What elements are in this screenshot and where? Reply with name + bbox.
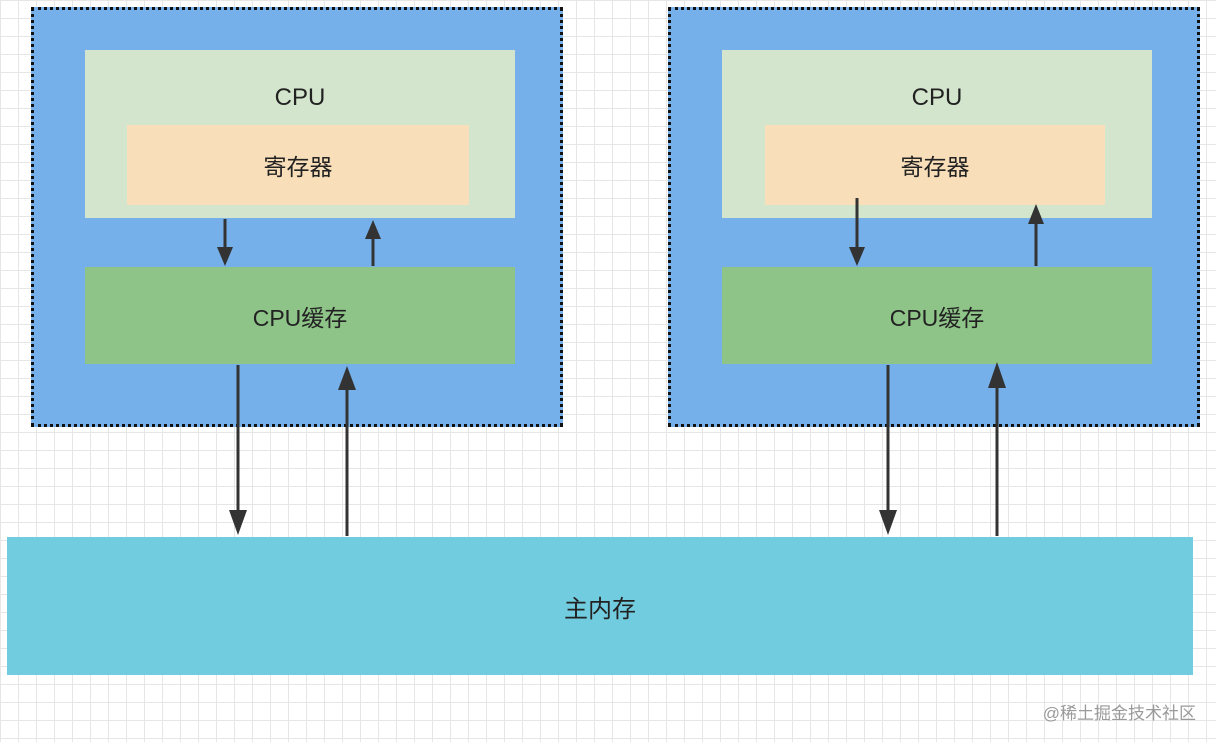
watermark: @稀土掘金技术社区: [1042, 704, 1196, 723]
arrow-cache-to-memory-1: [229, 365, 247, 535]
register-block-1: 寄存器: [127, 125, 469, 205]
register-block-2: 寄存器: [765, 125, 1105, 205]
arrow-cpu-to-cache-2: [849, 198, 865, 266]
arrow-cpu-to-cache-1: [217, 219, 233, 266]
cpu-label-2: CPU: [911, 84, 963, 111]
cpu-cache-block-2: CPU缓存: [722, 267, 1152, 364]
cpu-label-1: CPU: [274, 84, 326, 111]
arrow-cache-to-cpu-2: [1028, 204, 1044, 266]
arrow-cache-to-cpu-1: [365, 220, 381, 266]
arrow-cache-to-memory-2: [879, 365, 897, 535]
arrow-memory-to-cache-2: [988, 362, 1006, 536]
arrow-memory-to-cache-1: [338, 366, 356, 536]
cpu-cache-block-1: CPU缓存: [85, 267, 515, 364]
main-memory-block: 主内存: [7, 537, 1193, 675]
